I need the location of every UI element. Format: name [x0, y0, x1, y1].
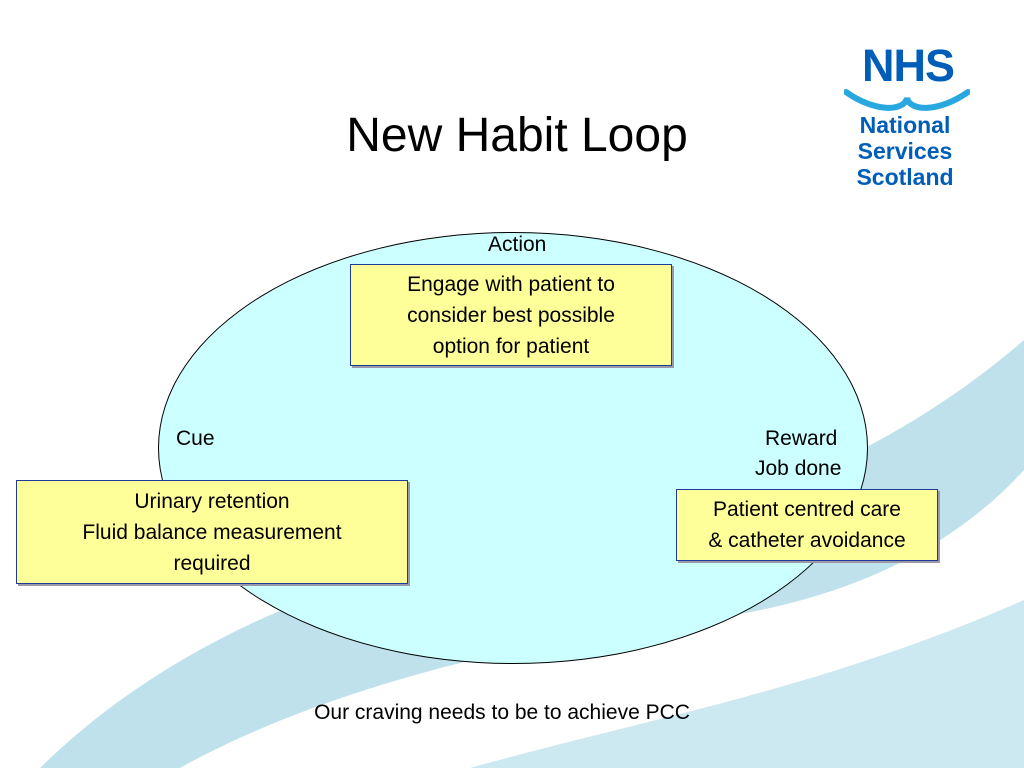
- nhs-logo: NHS National Services Scotland: [840, 40, 970, 190]
- slide-title: New Habit Loop: [346, 109, 688, 162]
- action-box-line: option for patient: [432, 334, 590, 358]
- cue-label: Cue: [176, 427, 215, 450]
- action-box-line: Engage with patient to: [407, 272, 615, 296]
- footer-text: Our craving needs to be to achieve PCC: [314, 701, 690, 724]
- cue-box-line: Fluid balance measurement: [82, 520, 342, 544]
- reward-box-line: Patient centred care: [713, 498, 901, 521]
- logo-line-scotland: Scotland: [856, 164, 954, 190]
- reward-box-line: & catheter avoidance: [708, 529, 906, 552]
- action-box-line: consider best possible: [407, 303, 615, 327]
- action-box: Engage with patient to consider best pos…: [350, 264, 672, 366]
- cue-box-line: required: [173, 551, 251, 575]
- cue-box: Urinary retention Fluid balance measurem…: [16, 480, 408, 584]
- cue-box-line: Urinary retention: [134, 489, 290, 513]
- reward-label: Reward: [765, 427, 838, 450]
- logo-line-services: Services: [857, 138, 953, 164]
- logo-wave-icon: [844, 89, 970, 111]
- action-label: Action: [488, 233, 547, 256]
- reward-box: Patient centred care & catheter avoidanc…: [676, 489, 938, 561]
- reward-job-done-label: Job done: [755, 457, 842, 480]
- logo-nhs-text: NHS: [861, 40, 955, 91]
- logo-line-national: National: [859, 112, 951, 138]
